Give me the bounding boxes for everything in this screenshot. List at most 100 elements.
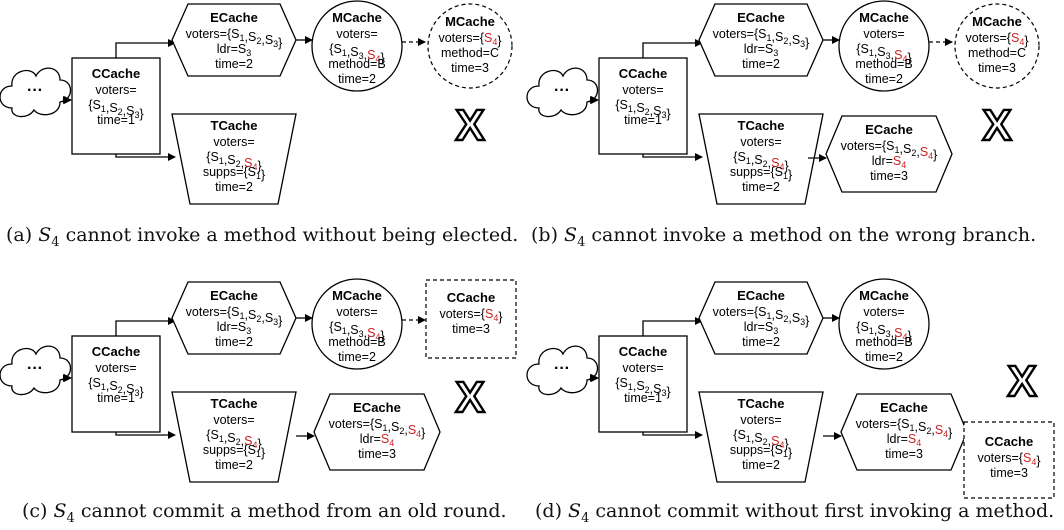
mcache-line: voters=	[863, 305, 904, 319]
panel-c: ···CCachevoters={S1,S2,S3}time=1ECachevo…	[0, 278, 517, 483]
ecache-title: ECache	[737, 288, 785, 303]
tcache-line: time=2	[215, 180, 253, 194]
ecache-title: ECache	[210, 288, 258, 303]
mcache-line: {S1,S3,S4}	[856, 42, 911, 65]
mcache-line: {S1,S3,S4}	[329, 320, 384, 343]
cloud-shape	[526, 67, 599, 118]
ecache-line: voters={S1,S2,S3}	[713, 305, 810, 328]
ecache-shape	[698, 281, 824, 355]
mcache-title: MCache	[859, 10, 909, 25]
mcache-line: {S1,S3,S4}	[329, 42, 384, 65]
ecache2-line: time=3	[358, 447, 396, 461]
tcache-line: supps={S1}	[730, 165, 792, 182]
mcache-line: time=2	[865, 350, 903, 364]
cloud-label: ···	[27, 360, 43, 377]
ecache2-title: ECache	[880, 400, 928, 415]
extra-mcache-line: method=C	[968, 46, 1026, 60]
caption-b: (b) S4 cannot invoke a method on the wro…	[531, 224, 1037, 250]
mcache-line: method=B	[328, 57, 385, 71]
ccache-box	[71, 57, 161, 155]
ecache2-line: ldr=S4	[360, 432, 395, 448]
x-mark-c: X	[455, 373, 484, 422]
x-mark-b: X	[982, 101, 1011, 150]
tcache-shape	[171, 113, 297, 205]
ecache2-shape	[313, 393, 441, 471]
cloud-label: ···	[554, 360, 570, 377]
tcache-title: TCache	[211, 118, 258, 133]
ccache-line: voters=	[95, 361, 136, 375]
x-mark-a: X	[455, 101, 484, 150]
tcache-shape	[171, 391, 297, 483]
ecache2-line: time=3	[870, 169, 908, 183]
tcache-line: voters=	[213, 135, 254, 149]
ecache-line: ldr=S3	[217, 320, 252, 336]
tcache-shape	[698, 391, 824, 483]
ecache-line: time=2	[215, 57, 253, 71]
mcache-line: voters=	[863, 27, 904, 41]
mcache-line: voters=	[336, 305, 377, 319]
ccache-line: time=1	[624, 113, 662, 127]
ecache2-line: voters={S1,S2,S4}	[841, 139, 938, 162]
mcache-line: time=2	[338, 72, 376, 86]
ccache-title: CCache	[619, 66, 667, 81]
cloud-shape	[0, 345, 72, 396]
ccache-title: CCache	[92, 344, 140, 359]
cloud-shape	[526, 345, 599, 396]
mcache-line: voters=	[336, 27, 377, 41]
ecache2-line: ldr=S4	[872, 154, 907, 170]
ccache-line: voters=	[622, 83, 663, 97]
ecache-shape	[171, 3, 297, 77]
extra-ccache-line: voters={S4}	[439, 307, 502, 324]
ecache2-title: ECache	[865, 122, 913, 137]
extra-mcache-line: time=3	[451, 61, 489, 75]
mcache-shape	[311, 278, 403, 370]
mcache-line: time=2	[865, 72, 903, 86]
ccache-line: time=1	[97, 113, 135, 127]
ccache-line: time=1	[97, 391, 135, 405]
ecache2-shape	[840, 393, 968, 471]
extra-mcache-title: MCache	[972, 14, 1022, 29]
caption-d: (d) S4 cannot commit without first invok…	[535, 500, 1055, 526]
cloud-label: ···	[554, 82, 570, 99]
mcache-line: time=2	[338, 350, 376, 364]
ecache-line: time=2	[742, 335, 780, 349]
tcache-line: time=2	[742, 458, 780, 472]
panel-b: ···CCachevoters={S1,S2,S3}time=1ECachevo…	[526, 0, 1040, 205]
extra-ccache-title: CCache	[985, 434, 1033, 449]
arrow-ccache-tcache	[115, 153, 176, 161]
tcache-shape	[698, 113, 824, 205]
tcache-title: TCache	[211, 396, 258, 411]
ecache-title: ECache	[737, 10, 785, 25]
tcache-title: TCache	[738, 118, 785, 133]
ecache-line: voters={S1,S2,S3}	[186, 305, 283, 328]
ecache2-line: voters={S1,S2,S4}	[329, 417, 426, 440]
ecache-shape	[171, 281, 297, 355]
ccache-line: time=1	[624, 391, 662, 405]
mcache-line: method=B	[855, 335, 912, 349]
x-mark-d: X	[1007, 357, 1036, 406]
ccache-line: voters=	[95, 83, 136, 97]
ecache2-title: ECache	[353, 400, 401, 415]
panel-d: ···CCachevoters={S1,S2,S3}time=1ECachevo…	[526, 278, 1055, 499]
arrow-ccache-ecache	[642, 39, 703, 58]
arrow-ccache-ecache	[115, 317, 176, 336]
tcache-line: {S1,S2,S4}	[733, 428, 788, 451]
mcache-line: {S1,S3,S4}	[856, 320, 911, 343]
extra-mcache-line: method=C	[441, 46, 499, 60]
ccache-line: {S1,S2,S3}	[615, 98, 670, 121]
ccache-box	[598, 57, 688, 155]
tcache-line: {S1,S2,S4}	[733, 150, 788, 173]
arrow-ccache-tcache	[115, 431, 176, 439]
ccache-line: {S1,S2,S3}	[88, 376, 143, 399]
mcache-line: method=B	[328, 335, 385, 349]
extra-ccache-shape	[963, 421, 1055, 499]
mcache-shape	[838, 278, 930, 370]
mcache-title: MCache	[859, 288, 909, 303]
ecache-title: ECache	[210, 10, 258, 25]
caption-a: (a) S4 cannot invoke a method without be…	[6, 224, 519, 250]
arrow-ccache-tcache	[642, 153, 703, 161]
tcache-line: supps={S1}	[730, 443, 792, 460]
ecache-line: time=2	[215, 335, 253, 349]
tcache-line: time=2	[742, 180, 780, 194]
ccache-title: CCache	[92, 66, 140, 81]
